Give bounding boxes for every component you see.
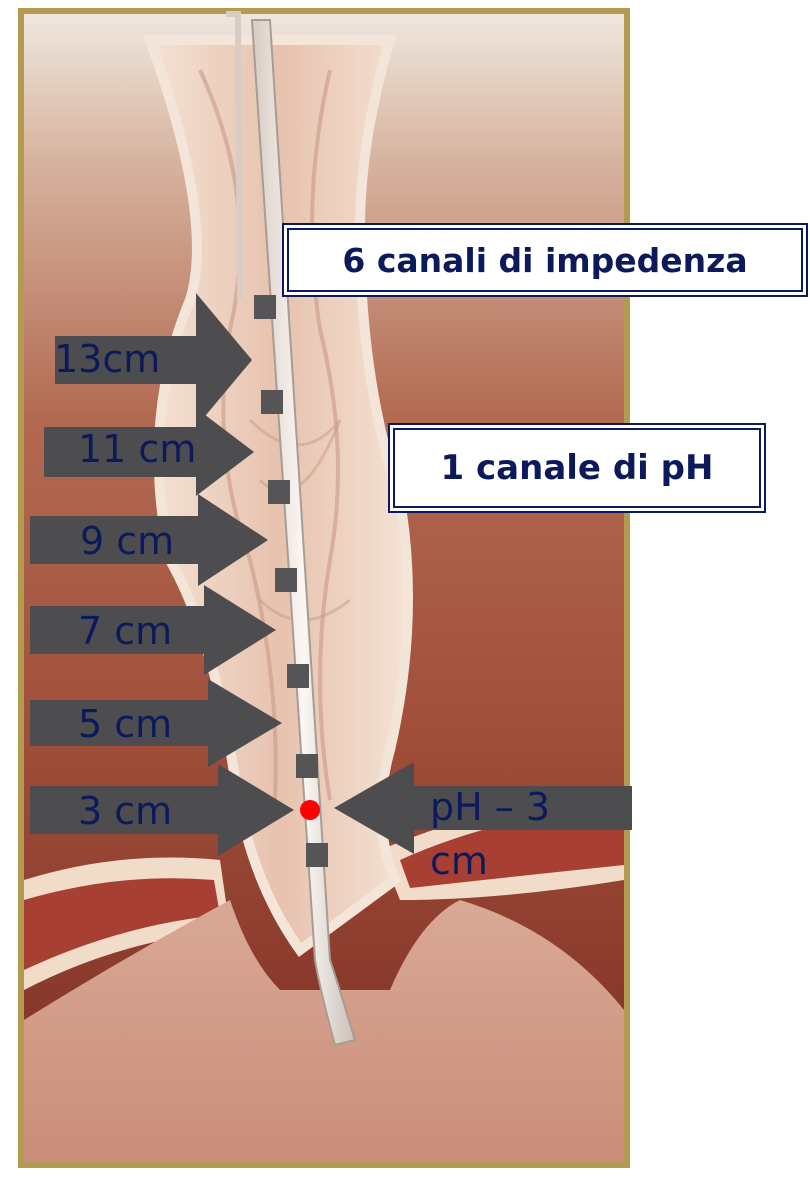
impedance-ring-13cm [254,295,276,319]
ph-arrow-label-line2: cm [430,842,488,880]
arrow-label-9cm: 9 cm [80,522,174,560]
ph-sensor-dot [300,800,320,820]
ph-channel-text: 1 canale di pH [441,448,714,488]
impedance-channels-text: 6 canali di impedenza [342,241,747,280]
impedance-ring-3cm [296,754,318,778]
ph-channel-callout: 1 canale di pH [393,428,761,508]
impedance-channels-callout: 6 canali di impedenza [287,228,803,292]
arrow-label-13cm: 13cm [54,340,160,378]
impedance-ring-11cm [261,390,283,414]
arrow-label-7cm: 7 cm [78,612,172,650]
arrow-label-11cm: 11 cm [78,430,196,468]
impedance-ring-7cm [275,568,297,592]
ph-arrow-label-line1: pH – 3 [430,788,550,826]
impedance-ring-9cm [268,480,290,504]
impedance-ring-1cm [306,843,328,867]
impedance-ring-5cm [287,664,309,688]
arrow-label-5cm: 5 cm [78,705,172,743]
arrow-label-3cm: 3 cm [78,792,172,830]
